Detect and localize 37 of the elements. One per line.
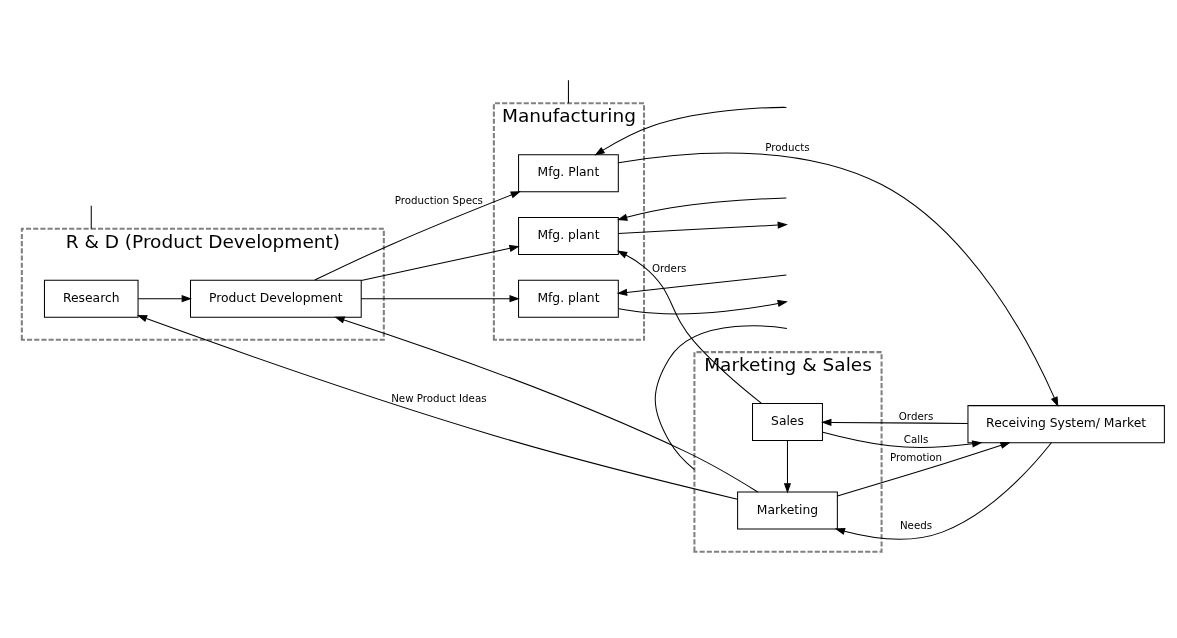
arrow [836,441,1011,497]
edge-label: New Product Ideas [390,391,487,404]
node-box: Receiving System/ Market [966,404,1165,443]
node-box: Research [43,279,139,318]
arrow [821,431,982,448]
node-box: Sales [751,402,823,441]
connector [654,324,787,470]
connector [90,204,92,229]
arrow [616,274,787,296]
node-box: Marketing [736,491,838,530]
arrow [617,299,788,315]
edge-label: Products [764,140,810,153]
arrow [616,250,762,404]
arrow [594,106,787,155]
edge-label: Promotion [889,450,942,463]
edge-label: Needs [899,518,932,531]
arrow [616,196,787,221]
arrow [617,152,1058,407]
edge-label: Orders [651,261,686,274]
arrow [333,315,758,492]
arrow [360,294,520,302]
arrow [617,221,788,234]
edge-label: Orders [898,409,933,422]
node-box: Product Development [189,279,362,318]
node-box: Mfg. Plant [517,153,619,192]
node-box: Mfg. plant [517,216,619,255]
arrow [137,294,192,302]
edge-label: Calls [903,432,928,445]
arrow [820,418,968,426]
arrow [313,190,521,281]
arrow [360,244,520,281]
connector [567,79,569,104]
arrow [834,441,1052,540]
arrow [783,439,791,493]
edge-label: Production Specs [394,193,483,206]
arrow [136,314,738,500]
node-box: Mfg. plant [517,279,619,318]
